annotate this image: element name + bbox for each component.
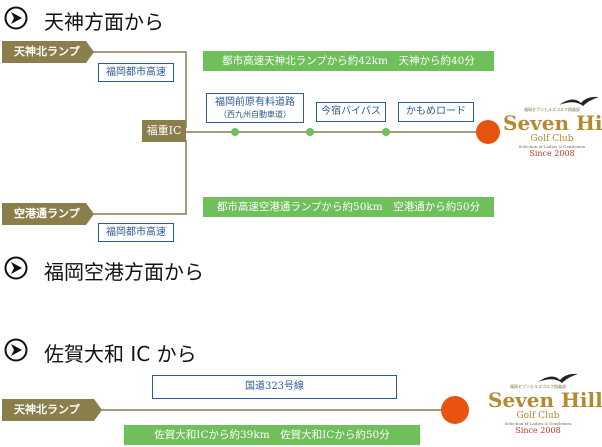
logo-since: Since 2008	[515, 426, 561, 435]
logo-sub: Golf Club	[516, 411, 560, 421]
junction-dot	[231, 128, 239, 136]
arrow-circle-right-icon	[4, 256, 28, 284]
bird-icon	[559, 96, 599, 106]
logo-tiny-text: 福岡セブンヒルズゴルフ倶楽部	[524, 107, 580, 112]
route-box-line: （西九州自動車道）	[219, 110, 291, 119]
route-box-line: 福岡前原有料道路	[215, 97, 295, 108]
route-box: 国道323号線	[152, 375, 397, 399]
section-heading: 佐賀大和 IC から	[44, 342, 197, 366]
section-heading: 天神方面から	[44, 10, 164, 34]
junction-dot	[306, 128, 314, 136]
route-line-top	[92, 51, 187, 128]
ramp-label-text: 天神北ランプ	[14, 403, 80, 416]
route-box: 今宿バイパス	[316, 102, 386, 122]
arrow-circle-right-icon	[4, 338, 28, 366]
section-heading: 福岡空港方面から	[44, 260, 204, 284]
ramp-label-text: 空港通ランプ	[14, 207, 80, 220]
seven-hills-logo: 福岡セブンヒルズゴルフ倶楽部 Seven Hills Golf Club Sel…	[488, 372, 602, 436]
destination-dot	[441, 396, 469, 424]
distance-info: 都市高速天神北ランプから約42km 天神から約40分	[203, 51, 494, 71]
route-box: 福岡都市高速	[98, 223, 174, 242]
interchange-label: 福重IC	[142, 120, 186, 142]
seven-hills-logo: 福岡セブンヒルズゴルフ倶楽部 Seven Hills Golf Club Sel…	[503, 95, 602, 159]
distance-info: 都市高速空港通ランプから約50km 空港通から約50分	[203, 197, 494, 217]
junction-dot	[382, 128, 390, 136]
route-box: 福岡都市高速	[98, 63, 174, 82]
logo-tiny-text: 福岡セブンヒルズゴルフ倶楽部	[510, 384, 566, 389]
bird-icon	[538, 373, 578, 383]
ramp-label: 天神北ランプ	[2, 41, 94, 63]
logo-tagline: Selection of Ladies & Gentlemen	[504, 421, 572, 426]
logo-tagline: Selection of Ladies & Gentlemen	[518, 144, 586, 149]
destination-dot	[476, 120, 500, 144]
route-line-bottom	[92, 140, 187, 215]
logo-main: Seven Hills	[503, 111, 602, 135]
ramp-label: 空港通ランプ	[2, 203, 94, 225]
logo-since: Since 2008	[529, 149, 575, 158]
logo-main: Seven Hills	[488, 388, 602, 412]
route-box: かもめロード	[398, 102, 474, 122]
arrow-circle-right-icon	[4, 6, 28, 34]
route-box: 福岡前原有料道路 （西九州自動車道）	[206, 93, 304, 123]
ramp-label-text: 天神北ランプ	[14, 45, 80, 58]
logo-sub: Golf Club	[530, 134, 574, 144]
ramp-label: 天神北ランプ	[2, 399, 102, 421]
distance-info: 佐賀大和ICから約39km 佐賀大和ICから約50分	[124, 425, 420, 445]
